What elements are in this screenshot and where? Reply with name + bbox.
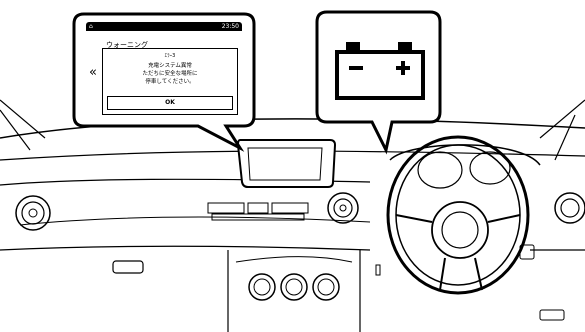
center-air-vent (328, 193, 358, 223)
glovebox-handle (113, 261, 143, 273)
warning-message-line-3: 停車してください。 (103, 77, 237, 85)
error-code: ｴﾗｰ3 (103, 52, 237, 59)
warning-dialog: ｴﾗｰ3 充電システム異常 ただちに安全な場所に 停車してください。 OK (102, 48, 238, 115)
status-bar: ⌂ 23:50 (86, 22, 242, 31)
warning-screen: ⌂ 23:50 ウォーニング « ｴﾗｰ3 充電システム異常 ただちに安全な場所… (86, 22, 242, 117)
speedometer (418, 152, 462, 188)
warning-message-line-1: 充電システム異常 (103, 61, 237, 69)
warning-message-line-2: ただちに安全な場所に (103, 69, 237, 77)
climate-control-knobs (249, 274, 339, 300)
ok-button[interactable]: OK (107, 96, 233, 110)
chevron-left-icon[interactable]: « (89, 66, 97, 79)
left-air-vent (16, 196, 50, 230)
clock: 23:50 (222, 22, 239, 31)
center-display (238, 140, 335, 187)
home-icon[interactable]: ⌂ (89, 22, 93, 31)
right-air-vent (555, 193, 585, 223)
